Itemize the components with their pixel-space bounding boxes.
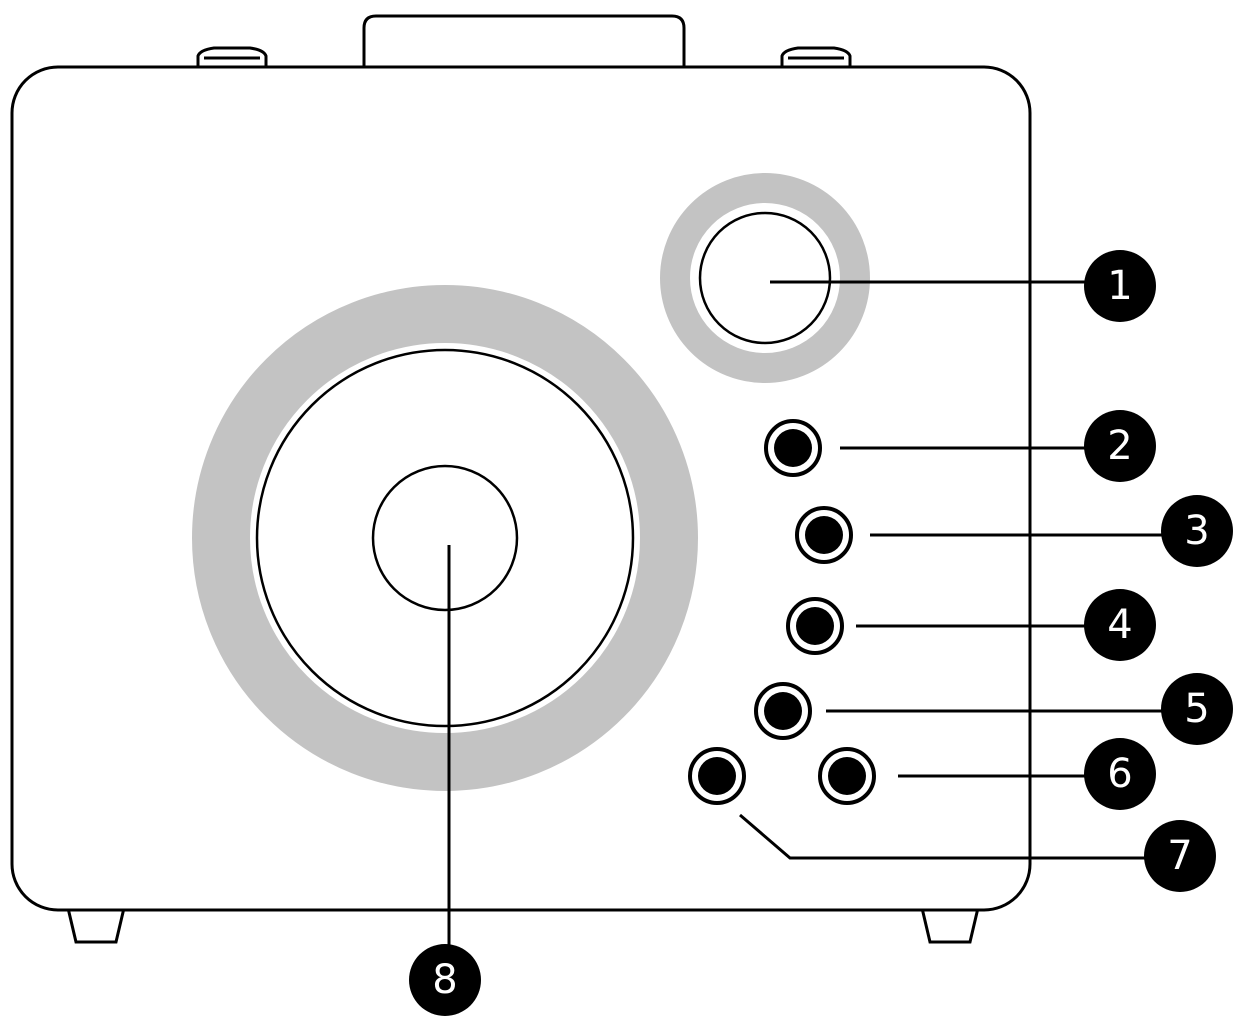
callout-6-label: 6	[1107, 751, 1132, 797]
callout-3-label: 3	[1184, 508, 1209, 554]
jack-7	[688, 747, 746, 805]
callout-6: 6	[1084, 738, 1156, 810]
jack-2	[764, 419, 822, 477]
foot-right	[920, 906, 980, 944]
jack-3	[795, 506, 853, 564]
handle-mount-left	[196, 46, 268, 70]
jack-4	[786, 597, 844, 655]
callout-2-label: 2	[1107, 423, 1132, 469]
callout-5: 5	[1161, 673, 1233, 745]
jack-6	[818, 747, 876, 805]
foot-left	[66, 906, 126, 944]
callout-8: 8	[409, 944, 481, 1016]
callout-4-label: 4	[1107, 602, 1132, 648]
handle-mount-right	[780, 46, 852, 70]
callout-4: 4	[1084, 589, 1156, 661]
callout-2: 2	[1084, 410, 1156, 482]
tweeter	[660, 173, 870, 383]
callout-1-label: 1	[1107, 263, 1132, 309]
callout-8-label: 8	[432, 957, 457, 1003]
carry-handle	[362, 14, 686, 70]
callout-3: 3	[1161, 495, 1233, 567]
woofer	[192, 285, 698, 791]
jack-5	[754, 682, 812, 740]
callout-7: 7	[1144, 820, 1216, 892]
leader-line-7	[739, 813, 1145, 860]
callout-5-label: 5	[1184, 686, 1209, 732]
callout-1: 1	[1084, 250, 1156, 322]
callout-7-label: 7	[1167, 833, 1192, 879]
